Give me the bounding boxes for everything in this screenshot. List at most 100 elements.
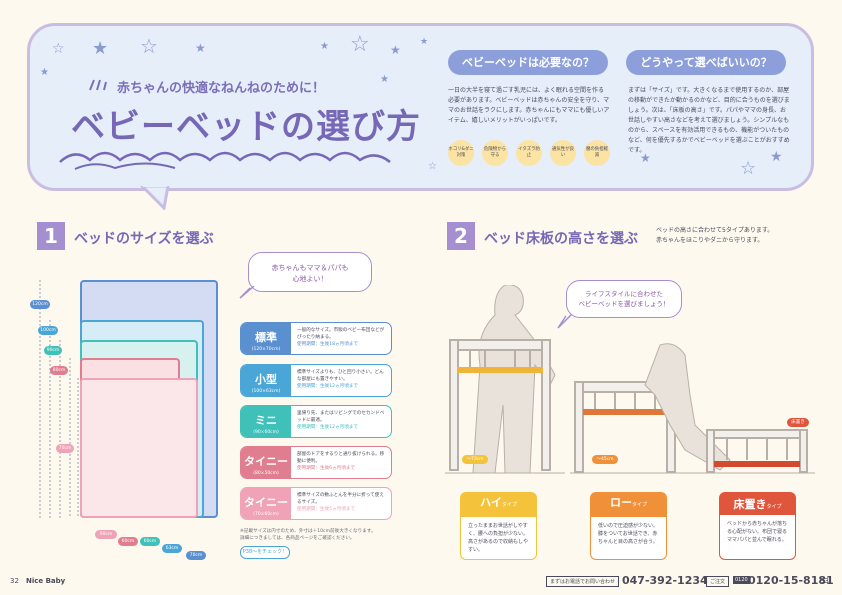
benefit-tag: 通気性が良い [550, 140, 576, 166]
height-label: 100cm [38, 326, 58, 335]
cloud-wave-decoration [59, 151, 391, 170]
hero-kicker: 赤ちゃんの快適なねんねのために！ [117, 81, 326, 96]
page-number-left: 32 [10, 577, 19, 585]
type-sub: (床板高さ床面から最高73cm) [471, 518, 526, 523]
star-icon: ★ [640, 151, 651, 165]
size-card-small: 小型 (100×63cm) 標準サイズよりも、ひと回り小さい。どんな部屋にも置きや… [240, 364, 392, 397]
size-name: タイニー [244, 455, 288, 468]
section-number-2: 2 [447, 222, 475, 250]
size-dims: (80×50cm) [253, 471, 279, 476]
sparkle-lines-icon [89, 79, 107, 91]
section2-lead: ベッドの高さに合わせて5タイプあります。 赤ちゃんをほこりやダニから守ります。 [656, 227, 774, 244]
size-desc: 標準サイズの敷ふとんを半分に折って使えるサイズ。 [297, 493, 384, 505]
size-desc: 標準サイズよりも、ひと回り小さい。どんな部屋にも置きやすい。 [297, 370, 384, 382]
section-number-1: 1 [37, 222, 65, 250]
size-dims: (100×63cm) [251, 389, 281, 394]
benefit-tags: ホコリ&ダニ対策 危険物から守る イタズラ防止 通気性が良い 腰の負担軽減 [448, 140, 618, 166]
type-name: ロー [609, 496, 632, 509]
order-label: ご注文 [706, 576, 730, 587]
crib-illustration [445, 285, 815, 474]
question-heading-need: ベビーベッドは必要なの？ [448, 50, 608, 75]
star-icon: ★ [420, 37, 429, 47]
type-name: ハイ [480, 496, 502, 509]
question-heading-how: どうやって選べばいいの？ [626, 50, 786, 75]
size-period: 使用期間：生後18ヵ月頃まで [297, 342, 358, 347]
tip-bubble: 赤ちゃんもママ＆パパも 心地よい！ [248, 252, 372, 292]
section-title-size: ベッドのサイズを選ぶ [74, 231, 214, 247]
free-phone-number[interactable]: 0120-15-8181 [748, 574, 834, 587]
catalog-link[interactable]: P38～をチェック！ [240, 546, 290, 559]
type-card-high: ハイタイプ (床板高さ床面から最高73cm) 立ったままお世話がしやすく、腰への負… [460, 492, 537, 560]
size-card-tiny-70: タイニー (70×60cm) 標準サイズの敷ふとんを半分に折って使えるサイズ。使用… [240, 487, 392, 520]
section-title-height: ベッド床板の高さを選ぶ [484, 231, 638, 247]
size-name: 小型 [255, 373, 277, 386]
height-guides [39, 280, 79, 518]
star-icon: ★ [92, 38, 109, 59]
size-desc: 一般的なサイズ。市販のベビー布団などがぴったり納まる。 [297, 328, 385, 340]
size-name: 標準 [255, 331, 277, 344]
type-name: 床置き [733, 498, 767, 511]
size-period: 使用期間：生後6ヵ月頃まで [297, 466, 356, 471]
floor-tag: 床置き [787, 418, 809, 427]
type-suffix: タイプ [631, 502, 647, 508]
star-icon: ☆ [428, 161, 437, 172]
question-body-how: まずは「サイズ」です。大きくなるまで使用するのか、部屋の移動ができたか動かるのか… [628, 87, 790, 154]
height-label: 120cm [30, 300, 50, 309]
height-label: 90cm [44, 346, 62, 355]
star-icon: ★ [770, 149, 783, 165]
star-icon: ☆ [52, 41, 65, 57]
type-desc: ベッドから赤ちゃんが落ちる心配がない。布団で寝るママパパと並んで眠れる。 [727, 521, 788, 543]
width-label: 63cm [162, 544, 182, 553]
bubble-tail [239, 286, 255, 299]
width-label: 70cm [186, 551, 206, 560]
page-title: ベビーベッドの選び方 [71, 107, 421, 147]
type-card-floor: 床置きタイプ ベッドから赤ちゃんが落ちる心配がない。布団で寝るママパパと並んで眠… [719, 492, 796, 560]
star-icon: ★ [390, 43, 401, 57]
benefit-tag: 腰の負担軽減 [584, 140, 610, 166]
star-icon: ☆ [140, 34, 158, 58]
size-outline-tiny-70 [80, 378, 198, 518]
star-icon: ★ [40, 67, 49, 78]
star-icon: ★ [380, 74, 389, 85]
question-body-need: 一日の大半を寝て過ごす乳児には、よく眠れる空間を作る必要があります。ベビーベッド… [448, 87, 610, 124]
size-period: 使用期間：生後5ヵ月頃まで [297, 507, 356, 512]
type-desc: 立ったままお世話がしやすく、腰への負担が少ない。高さがあるので収納もしやすい。 [468, 523, 529, 553]
height-label: 70cm [56, 444, 74, 453]
type-card-low: ロータイプ (床板高さ床面から最高45cm) 低いので圧迫感が少ない。膝をついてお… [590, 492, 667, 560]
type-sub: (床板高さ床面から最高45cm) [601, 518, 656, 523]
size-period: 使用期間：生後12ヵ月頃まで [297, 384, 358, 389]
size-name: ミニ [255, 414, 277, 427]
size-desc: 里帰り先、またはリビングでのセカンドベッドに最適。 [297, 411, 385, 423]
width-label: 90cm [95, 530, 117, 539]
size-name: タイニー [244, 496, 288, 509]
footer: 32 Nice Baby まずはお電話でお問い合わせ 047-392-1234 … [0, 571, 842, 595]
height-marker: 〜73cm [462, 455, 488, 464]
size-desc: 部屋のドアをするりと通り抜けられる。移動に便利。 [297, 452, 385, 464]
brand-name: Nice Baby [26, 577, 66, 585]
phone-number[interactable]: 047-392-1234 [622, 574, 708, 587]
star-icon: ☆ [350, 32, 370, 57]
benefit-tag: ホコリ&ダニ対策 [448, 140, 474, 166]
width-label: 60cm [140, 537, 160, 546]
size-card-mini: ミニ(90×60cm) 里帰り先、またはリビングでのセカンドベッドに最適。使用期… [240, 405, 392, 438]
lifestyle-bubble: ライフスタイルに合わせた ベビーベッドを選びましょう！ [566, 280, 682, 318]
size-dims: (90×60cm) [253, 430, 279, 435]
width-label: 60cm [118, 537, 138, 546]
size-note: ※記載サイズは内寸のため、外寸は＋10cm前後大きくなります。 詳細につきまして… [240, 529, 376, 541]
star-icon: ★ [320, 41, 329, 52]
size-card-tiny-80: タイニー (80×50cm) 部屋のドアをするりと通り抜けられる。移動に便利。使用… [240, 446, 392, 479]
benefit-tag: イタズラ防止 [516, 140, 542, 166]
type-desc: 低いので圧迫感が少ない。膝をついてお世話でき、赤ちゃんと目の高さが合う。 [598, 523, 659, 545]
size-dims: (120×70cm) [251, 347, 281, 352]
benefit-tag: 危険物から守る [482, 140, 508, 166]
free-dial-icon: 0120 [733, 576, 750, 584]
contact-label: まずはお電話でお問い合わせ [546, 576, 620, 587]
type-suffix: タイプ [766, 504, 782, 510]
height-label: 80cm [50, 366, 68, 375]
type-suffix: タイプ [501, 502, 517, 508]
speech-tail [140, 186, 170, 210]
size-card-standard: 標準 (120×70cm) 一般的なサイズ。市販のベビー布団などがぴったり納まる。… [240, 322, 392, 355]
page-number-right: 33 [820, 577, 829, 585]
size-dims: (70×60cm) [253, 512, 279, 517]
star-icon: ★ [195, 41, 206, 55]
